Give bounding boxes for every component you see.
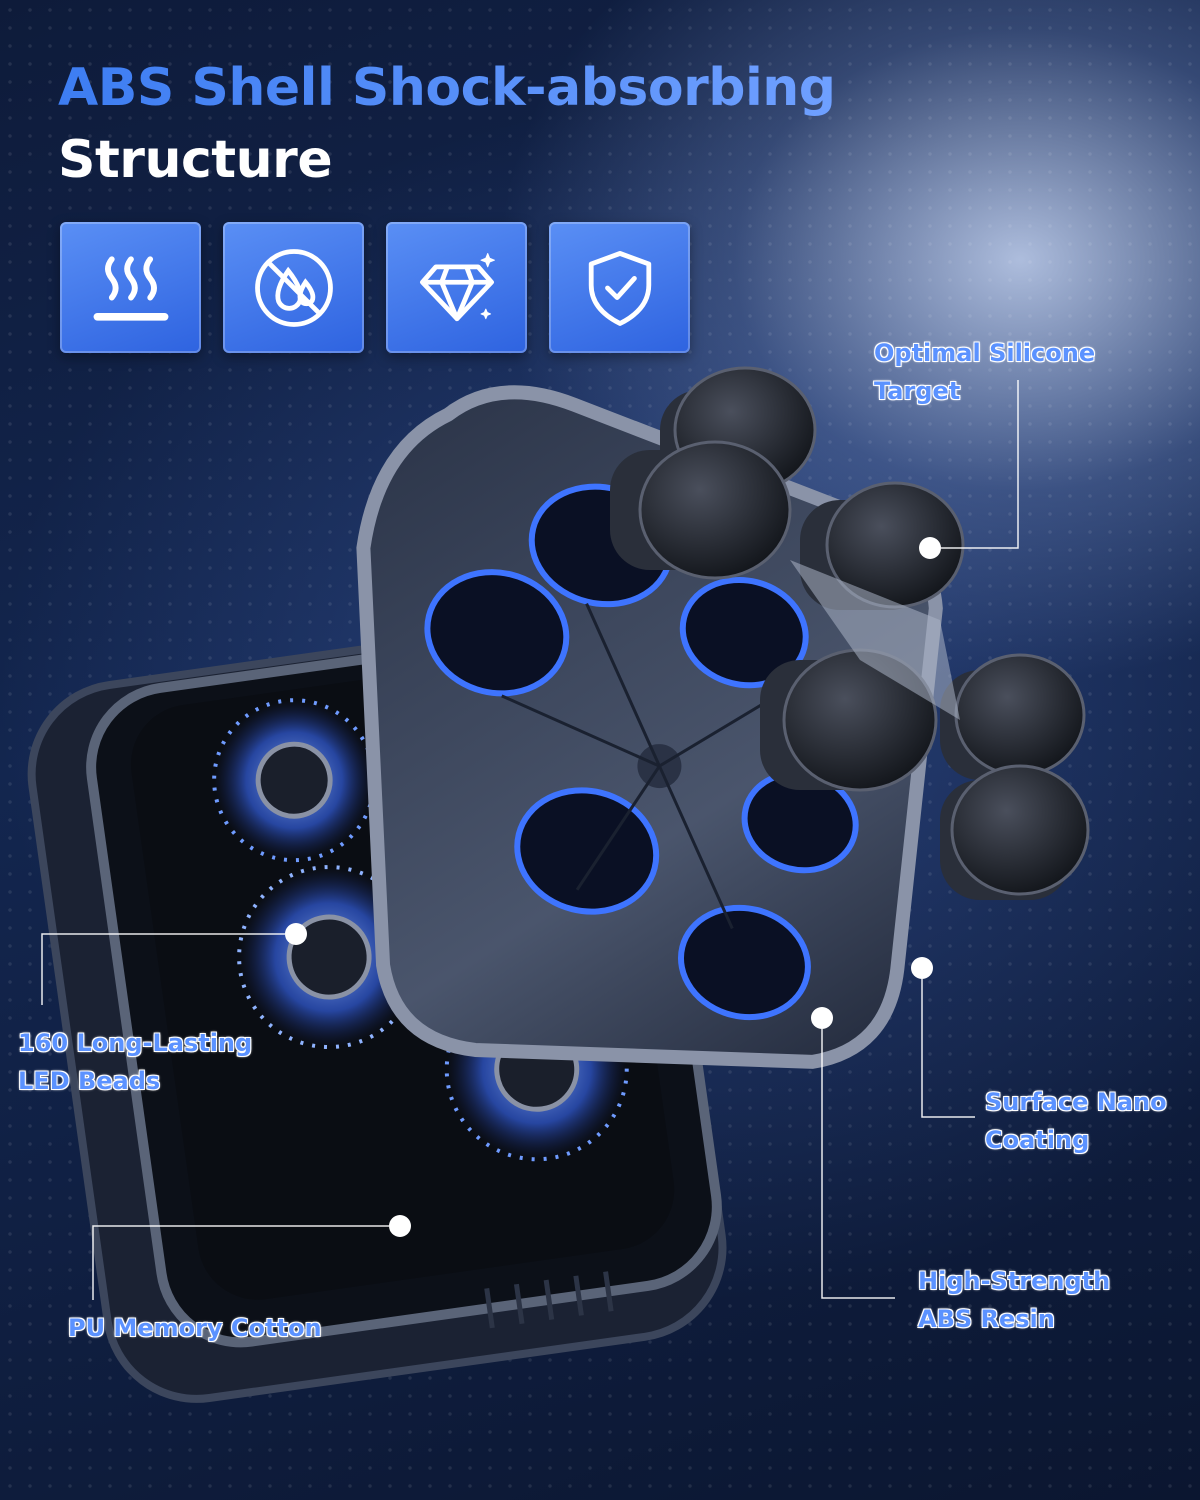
- callout-line: ABS Resin: [918, 1305, 1055, 1333]
- callout-line: PU Memory Cotton: [68, 1314, 322, 1342]
- callout-line: Surface Nano: [985, 1088, 1167, 1116]
- silicone-knobs: [610, 366, 1090, 900]
- callout-surface-nano-coating: Surface Nano Coating: [985, 1083, 1167, 1159]
- no-water-icon: [223, 222, 364, 353]
- knob: [610, 440, 792, 580]
- callout-abs-resin: High-Strength ABS Resin: [918, 1262, 1110, 1338]
- title-line-2: Structure: [58, 130, 333, 190]
- heat-icon: [60, 222, 201, 353]
- diamond-icon: [386, 222, 527, 353]
- callout-line: Target: [874, 377, 961, 405]
- callout-dots: [285, 537, 941, 1237]
- callout-line: Coating: [985, 1126, 1090, 1154]
- knob: [940, 764, 1090, 900]
- callout-line: High-Strength: [918, 1267, 1111, 1295]
- callout-line: LED Beads: [18, 1067, 161, 1095]
- callout-line: Optimal Silicone: [874, 339, 1096, 367]
- feature-icon-row: [60, 222, 690, 353]
- callout-optimal-silicone-target: Optimal Silicone Target: [874, 334, 1095, 410]
- callout-line: 160 Long-Lasting: [18, 1029, 253, 1057]
- callout-led-beads: 160 Long-Lasting LED Beads: [18, 1024, 252, 1100]
- shield-check-icon: [549, 222, 690, 353]
- knob: [940, 653, 1086, 780]
- front-plate: [356, 385, 943, 1069]
- callout-pu-memory-cotton: PU Memory Cotton: [68, 1309, 322, 1347]
- title-line-1: ABS Shell Shock-absorbing: [58, 58, 836, 118]
- knob: [760, 648, 938, 792]
